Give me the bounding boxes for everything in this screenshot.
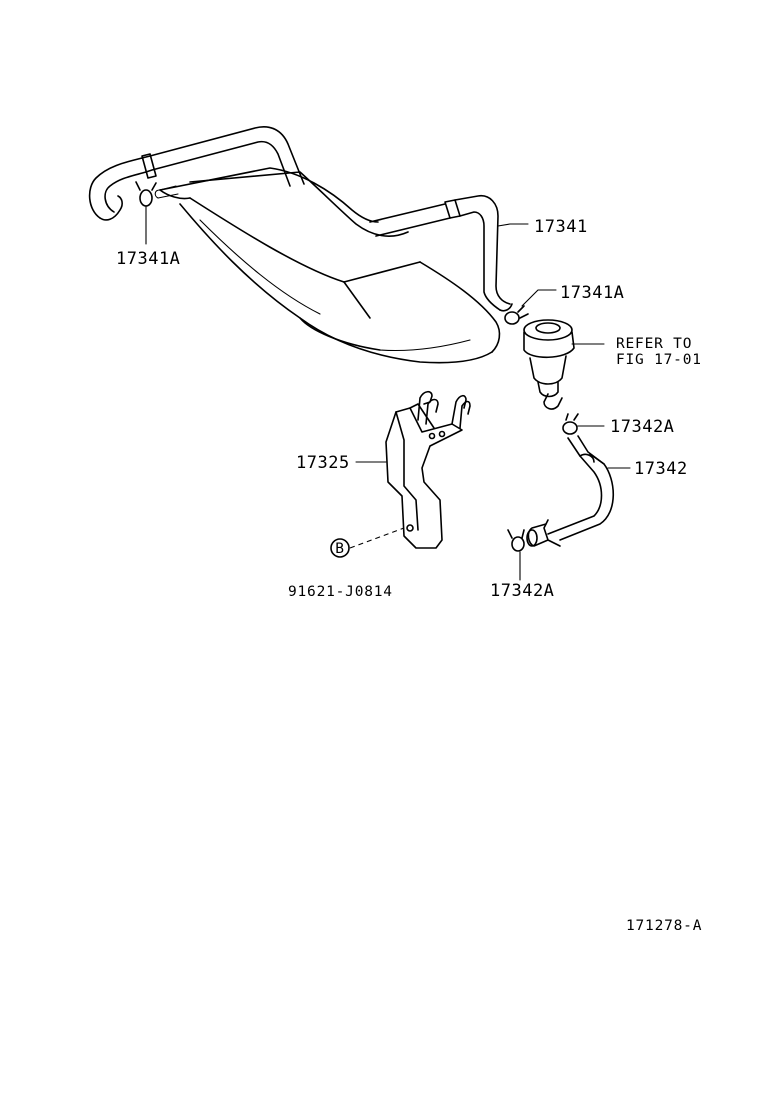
vacuum-valve[interactable] bbox=[523, 319, 575, 410]
bolt-b-symbol[interactable]: B bbox=[330, 538, 350, 558]
lower-hose-17342[interactable] bbox=[526, 435, 614, 547]
label-17341: 17341 bbox=[534, 217, 588, 237]
label-17342A-bottom: 17342A bbox=[490, 581, 554, 601]
clip-17342A-mid[interactable] bbox=[562, 413, 579, 435]
label-91621-J0814: 91621-J0814 bbox=[288, 584, 393, 600]
label-refer-line2: FIG 17-01 bbox=[616, 352, 702, 368]
bolt-b-letter: B bbox=[335, 541, 345, 557]
label-17341A-right: 17341A bbox=[560, 283, 624, 303]
leader-bolt bbox=[349, 527, 405, 549]
clip-17342A-bottom[interactable] bbox=[507, 529, 525, 552]
upper-hose-17341[interactable] bbox=[88, 126, 513, 312]
clip-17341A-left[interactable] bbox=[135, 181, 157, 207]
bracket-17325[interactable] bbox=[385, 390, 471, 549]
label-17342A-mid: 17342A bbox=[610, 417, 674, 437]
label-refer-line1: REFER TO bbox=[616, 336, 692, 352]
figure-number: 171278-A bbox=[626, 918, 702, 934]
label-17342: 17342 bbox=[634, 459, 688, 479]
label-17341A-left: 17341A bbox=[116, 249, 180, 269]
clip-17341A-right[interactable] bbox=[504, 305, 529, 325]
label-17325: 17325 bbox=[296, 453, 350, 473]
leader-hose-upper bbox=[497, 223, 529, 227]
canister-body bbox=[154, 167, 501, 364]
leader-clip-right bbox=[521, 289, 557, 307]
